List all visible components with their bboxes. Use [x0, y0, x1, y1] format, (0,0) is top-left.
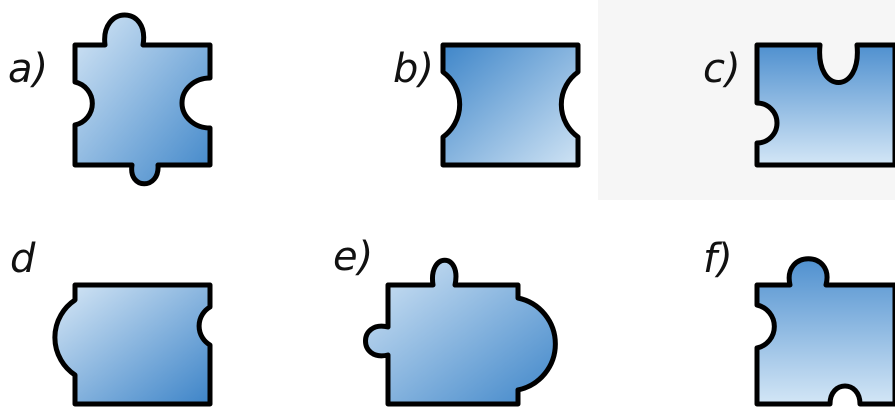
piece-label-a: a) — [8, 46, 48, 92]
puzzle-piece-a-shape — [72, 12, 213, 187]
piece-f: f) — [703, 236, 895, 407]
piece-label-f: f) — [703, 236, 733, 282]
puzzle-piece-e-shape — [363, 257, 558, 407]
piece-e: e) — [333, 234, 558, 407]
puzzle-piece-c-shape — [754, 42, 895, 168]
piece-label-c: c) — [703, 46, 741, 92]
puzzle-piece-b-shape — [440, 42, 581, 168]
puzzle-piece-d-shape — [52, 282, 213, 407]
piece-label-b: b) — [393, 46, 434, 92]
piece-b: b) — [393, 42, 581, 168]
puzzle-piece-f-shape — [754, 256, 895, 407]
piece-d: d — [10, 236, 213, 407]
piece-a: a) — [8, 12, 213, 187]
piece-c: c) — [703, 42, 895, 168]
piece-label-e: e) — [333, 234, 373, 280]
piece-label-d: d — [10, 236, 36, 282]
